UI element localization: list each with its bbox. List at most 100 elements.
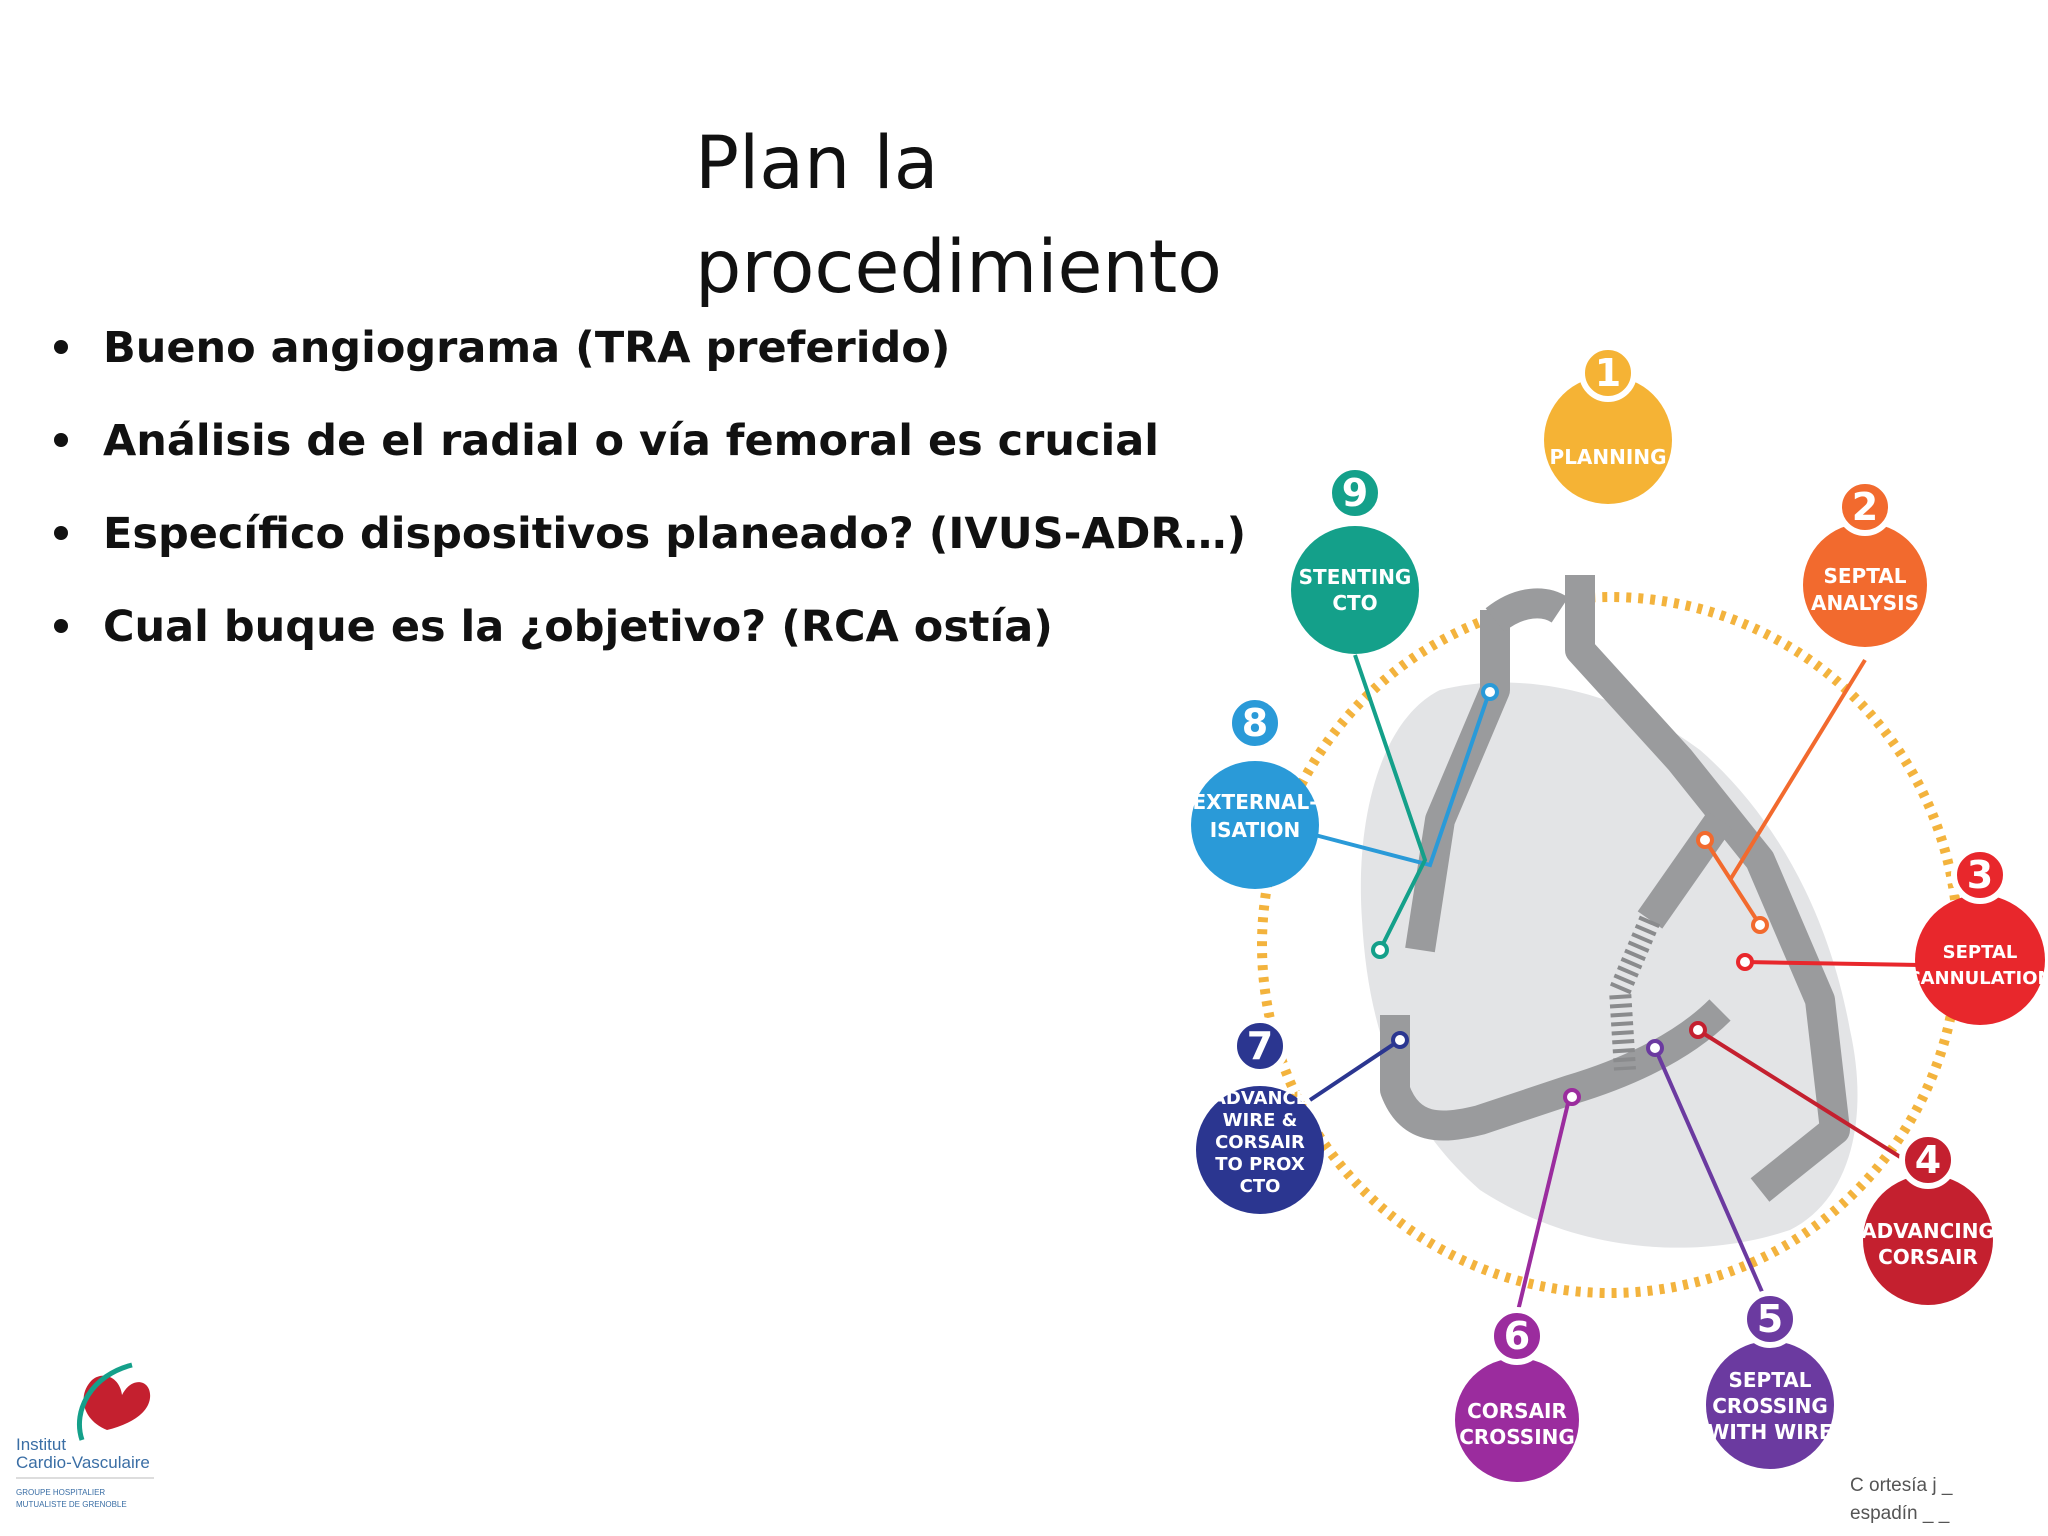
- institut-cardio-vasculaire-logo: Institut Cardio-Vasculaire GROUPE HOSPIT…: [16, 1362, 154, 1509]
- step-7-label-line-4: TO PROX: [1215, 1154, 1305, 1175]
- bullet-dot-icon: [54, 619, 68, 633]
- title-line-2: procedimiento: [695, 225, 1222, 310]
- step-5-label-line-1: SEPTAL: [1728, 1368, 1811, 1392]
- connector-step-8: [1314, 689, 1492, 868]
- bullet-item: Cual buque es la ¿objetivo? (RCA ostía): [48, 597, 1246, 690]
- bullet-dot-icon: [54, 526, 68, 540]
- connector-step-6: [1515, 1094, 1572, 1316]
- bullet-item: Análisis de el radial o vía femoral es c…: [48, 411, 1246, 504]
- step-5-label-line-3: WITH WIRE: [1707, 1420, 1832, 1444]
- step-2-number-circle: [1836, 478, 1894, 536]
- step-1: 1 PLANNING: [1544, 344, 1672, 504]
- step-8-label-line-2: ISATION: [1210, 818, 1301, 842]
- step-1-bubble: [1544, 376, 1672, 504]
- logo-swoosh: [76, 1362, 133, 1441]
- step-7-number-circle: [1231, 1017, 1289, 1075]
- bullet-text: Bueno angiograma (TRA preferido): [103, 323, 951, 373]
- bullet-item: Específico dispositivos planeado? (IVUS-…: [48, 504, 1246, 597]
- endpoint-step-5: [1646, 1039, 1664, 1057]
- step-7-label-line-5: CTO: [1240, 1176, 1281, 1197]
- step-1-label-line-1: PLANNING: [1550, 445, 1667, 469]
- step-8-number-circle: [1226, 694, 1284, 752]
- logo-text-line-2: Cardio-Vasculaire: [16, 1453, 150, 1472]
- step-3-bubble: [1915, 895, 2045, 1025]
- step-5-number-circle: [1741, 1290, 1799, 1348]
- step-3-label-line-1: SEPTAL: [1943, 942, 2018, 963]
- step-5-number: 5: [1757, 1297, 1783, 1341]
- step-6-number: 6: [1504, 1314, 1530, 1358]
- connector-step-3: [1744, 960, 1921, 967]
- step-6-label-line-1: CORSAIR: [1467, 1399, 1567, 1423]
- logo-text-line-4: MUTUALISTE DE GRENOBLE: [16, 1500, 127, 1509]
- step-9-number-circle: [1326, 464, 1384, 522]
- step-8-bubble: [1191, 761, 1319, 889]
- step-8-label-line-1: EXTERNAL-: [1192, 790, 1317, 814]
- step-3: 3 SEPTAL CANNULATION: [1907, 846, 2048, 1025]
- step-9-number: 9: [1342, 471, 1368, 515]
- step-8-number: 8: [1242, 701, 1268, 745]
- bullet-item: Bueno angiograma (TRA preferido): [48, 318, 1246, 411]
- endpoint-step-2: [1696, 831, 1714, 849]
- step-7: 7 ADVANCE WIRE & CORSAIR TO PROX CTO: [1196, 1017, 1324, 1214]
- aortic-arch: [1485, 588, 1569, 633]
- endpoint-step-9: [1371, 941, 1389, 959]
- step-8: 8 EXTERNAL- ISATION: [1191, 694, 1319, 889]
- bullet-text: Análisis de el radial o vía femoral es c…: [103, 416, 1159, 466]
- connector-lines: [1308, 654, 1921, 1316]
- slide-title: Plan la procedimiento: [695, 112, 1222, 320]
- step-1-number: 1: [1595, 351, 1621, 395]
- step-2-bubble: [1803, 523, 1927, 647]
- credit-line-1: C ortesía j _: [1850, 1475, 1953, 1496]
- cto-procedure-diagram: 1 PLANNING 2 SEPTAL ANALYSIS 3 SEPTAL CA…: [1191, 344, 2048, 1482]
- step-9-bubble: [1291, 526, 1419, 654]
- step-2-label-line-1: SEPTAL: [1823, 564, 1906, 588]
- step-2: 2 SEPTAL ANALYSIS: [1803, 478, 1927, 647]
- bullet-dot-icon: [54, 433, 68, 447]
- step-7-label-line-1: ADVANCE: [1212, 1088, 1308, 1109]
- step-4-number: 4: [1915, 1138, 1941, 1182]
- step-3-label-line-2: CANNULATION: [1907, 968, 2048, 989]
- step-4-number-circle: [1899, 1131, 1957, 1189]
- endpoint-step-8: [1481, 683, 1499, 701]
- connector-endpoints: [1371, 683, 1769, 1106]
- step-9-label-line-1: STENTING: [1299, 565, 1412, 589]
- step-3-number-circle: [1951, 846, 2009, 904]
- step-4-label-line-1: ADVANCING: [1861, 1219, 1995, 1243]
- step-4-label-line-2: CORSAIR: [1878, 1245, 1978, 1269]
- step-9: 9 STENTING CTO: [1291, 464, 1419, 654]
- step-2-number: 2: [1852, 485, 1878, 529]
- connector-step-2: [1728, 658, 1867, 882]
- connector-step-9: [1353, 654, 1428, 951]
- endpoint-step-4: [1689, 1021, 1707, 1039]
- connector-step-7: [1308, 1038, 1402, 1102]
- step-5-bubble: [1706, 1341, 1834, 1469]
- step-6-number-circle: [1488, 1307, 1546, 1365]
- title-line-1: Plan la: [695, 121, 939, 206]
- bullet-list: Bueno angiograma (TRA preferido) Análisi…: [48, 318, 1246, 690]
- bullet-text: Cual buque es la ¿objetivo? (RCA ostía): [103, 602, 1053, 652]
- endpoint-step-7: [1391, 1031, 1409, 1049]
- connector-step-4: [1696, 1028, 1907, 1162]
- endpoint-step-6: [1563, 1088, 1581, 1106]
- step-4-bubble: [1863, 1175, 1993, 1305]
- logo-text-line-1: Institut: [16, 1435, 66, 1454]
- credit-line-2: espadín _ _: [1850, 1503, 1950, 1524]
- step-3-number: 3: [1967, 853, 1993, 897]
- step-6-bubble: [1455, 1358, 1579, 1482]
- image-credit: C ortesía j _ espadín _ _: [1850, 1472, 1990, 1528]
- step-9-label-line-2: CTO: [1332, 591, 1377, 615]
- step-7-number: 7: [1247, 1024, 1273, 1068]
- step-7-bubble: [1196, 1086, 1324, 1214]
- step-1-number-circle: [1579, 344, 1637, 402]
- step-2-label-line-2: ANALYSIS: [1811, 591, 1919, 615]
- connector-step-2b: [1703, 838, 1762, 927]
- bullet-dot-icon: [54, 340, 68, 354]
- step-6-label-line-2: CROSSING: [1459, 1425, 1575, 1449]
- logo-heart-mark: [83, 1375, 151, 1430]
- endpoint-step-2b: [1751, 916, 1769, 934]
- endpoint-step-3: [1736, 953, 1754, 971]
- step-7-label-line-3: CORSAIR: [1215, 1132, 1305, 1153]
- logo-text-line-3: GROUPE HOSPITALIER: [16, 1488, 105, 1497]
- step-4: 4 ADVANCING CORSAIR: [1861, 1131, 1995, 1305]
- step-7-label-line-2: WIRE &: [1223, 1110, 1298, 1131]
